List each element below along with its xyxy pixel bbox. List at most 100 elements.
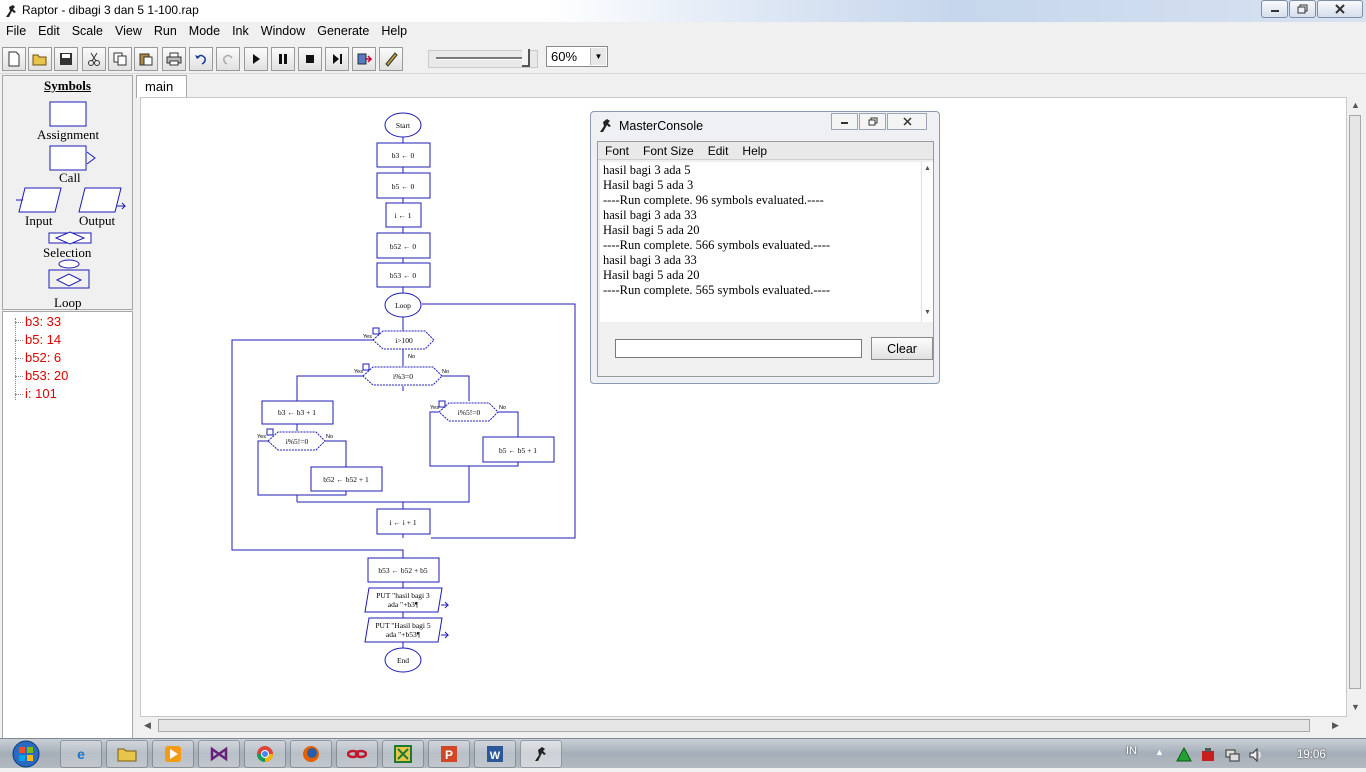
zoom-select[interactable]: 60% ▼ — [546, 46, 608, 67]
console-clear-button[interactable]: Clear — [871, 337, 933, 360]
step-button[interactable] — [325, 47, 349, 71]
clock[interactable]: 19:06 — [1297, 749, 1326, 761]
collapse-toggle-mod3[interactable] — [362, 363, 370, 371]
assign-b3-inc[interactable] — [261, 400, 334, 425]
taskbar-app-powerpoint[interactable]: P — [428, 740, 470, 768]
taskbar-app-excel[interactable] — [382, 740, 424, 768]
console-close-button[interactable] — [887, 113, 927, 130]
console-command-input[interactable] — [615, 339, 862, 358]
minimize-button[interactable] — [1261, 0, 1288, 18]
loop-symbol[interactable] — [58, 259, 80, 269]
test-server-button[interactable] — [352, 47, 376, 71]
output-symbol[interactable] — [78, 187, 122, 213]
vertical-scrollbar[interactable]: ▲ ▼ — [1347, 97, 1363, 717]
assign-b52-init[interactable] — [376, 232, 431, 259]
menu-run[interactable]: Run — [153, 24, 177, 38]
zoom-slider-thumb[interactable] — [522, 49, 530, 67]
menu-generate[interactable]: Generate — [317, 24, 370, 38]
scroll-up-icon[interactable]: ▲ — [1351, 100, 1360, 110]
menu-scale[interactable]: Scale — [71, 24, 103, 38]
collapse-toggle-mod5-left[interactable] — [266, 428, 274, 436]
execute-button[interactable] — [244, 47, 268, 71]
variable-b52[interactable]: b52: 6 — [25, 350, 62, 365]
taskbar-app-raptor[interactable] — [520, 740, 562, 768]
call-symbol[interactable] — [49, 145, 87, 171]
variable-b53[interactable]: b53: 20 — [25, 368, 69, 383]
selection-mod5-right[interactable] — [438, 402, 499, 422]
close-button[interactable] — [1317, 0, 1363, 18]
menu-help[interactable]: Help — [381, 24, 408, 38]
console-scrollbar[interactable]: ▲ ▼ — [921, 162, 933, 322]
vertical-scroll-thumb[interactable] — [1349, 115, 1361, 689]
assign-i-init[interactable] — [385, 202, 422, 228]
ink-button[interactable] — [379, 47, 403, 71]
scroll-down-icon[interactable]: ▼ — [924, 309, 931, 316]
selection-mod3[interactable] — [362, 366, 443, 386]
end-terminal[interactable] — [384, 647, 422, 673]
console-menu-font-size[interactable]: Font Size — [643, 144, 694, 158]
variable-b3[interactable]: b3: 33 — [25, 314, 62, 329]
console-menu-help[interactable]: Help — [742, 144, 768, 158]
assign-b5-inc[interactable] — [482, 436, 555, 463]
print-button[interactable] — [162, 47, 186, 71]
pause-button[interactable] — [271, 47, 295, 71]
taskbar-app-word[interactable]: W — [474, 740, 516, 768]
taskbar-app-media-player[interactable] — [152, 740, 194, 768]
horizontal-scroll-thumb[interactable] — [158, 719, 1310, 732]
cut-button[interactable] — [82, 47, 106, 71]
variable-i[interactable]: i: 101 — [25, 386, 57, 401]
taskbar-app-chrome[interactable] — [244, 740, 286, 768]
menu-window[interactable]: Window — [260, 24, 306, 38]
console-output[interactable]: hasil bagi 3 ada 5 Hasil bagi 5 ada 3 --… — [600, 162, 921, 322]
network-icon[interactable] — [1224, 747, 1240, 763]
console-minimize-button[interactable] — [831, 113, 858, 130]
restore-button[interactable] — [1289, 0, 1316, 18]
undo-button[interactable] — [189, 47, 213, 71]
scroll-down-icon[interactable]: ▼ — [1351, 702, 1360, 712]
copy-button[interactable] — [108, 47, 132, 71]
scroll-left-icon[interactable]: ◀ — [144, 720, 151, 730]
loop-condition[interactable] — [372, 330, 435, 350]
scroll-right-icon[interactable]: ▶ — [1332, 720, 1339, 730]
tray-expand-icon[interactable]: ▲ — [1155, 747, 1164, 757]
scroll-up-icon[interactable]: ▲ — [924, 165, 931, 172]
menu-ink[interactable]: Ink — [232, 24, 249, 38]
start-terminal[interactable] — [384, 112, 422, 138]
variable-b5[interactable]: b5: 14 — [25, 332, 62, 347]
output-put2[interactable] — [364, 617, 443, 643]
taskbar-app-internet-explorer[interactable]: e — [60, 740, 102, 768]
assign-b53-calc[interactable] — [367, 557, 440, 583]
save-button[interactable] — [54, 47, 78, 71]
redo-button[interactable] — [216, 47, 240, 71]
selection-mod5-left[interactable] — [267, 431, 326, 451]
assign-b53-init[interactable] — [376, 262, 431, 288]
console-restore-button[interactable] — [859, 113, 886, 130]
start-button[interactable] — [4, 739, 48, 769]
paste-button[interactable] — [134, 47, 158, 71]
language-indicator[interactable]: IN — [1126, 745, 1137, 757]
volume-icon[interactable] — [1248, 747, 1264, 763]
collapse-toggle-mod5-right[interactable] — [438, 400, 446, 408]
input-symbol[interactable] — [18, 187, 62, 213]
stop-button[interactable] — [298, 47, 322, 71]
open-button[interactable] — [28, 47, 52, 71]
output-put1[interactable] — [364, 587, 443, 613]
assign-i-inc[interactable] — [376, 508, 431, 535]
taskbar-app-visual-studio[interactable] — [198, 740, 240, 768]
assign-b52-inc[interactable] — [310, 466, 383, 492]
loop-oval[interactable] — [384, 292, 422, 318]
menu-edit[interactable]: Edit — [38, 24, 60, 38]
tray-app-icon[interactable] — [1176, 747, 1192, 763]
tray-security-icon[interactable] — [1200, 747, 1216, 763]
assign-b5-init[interactable] — [376, 172, 431, 199]
collapse-toggle-loop[interactable] — [372, 327, 380, 335]
menu-view[interactable]: View — [114, 24, 142, 38]
assign-b3-init[interactable] — [376, 142, 431, 168]
chevron-down-icon[interactable]: ▼ — [590, 48, 606, 65]
taskbar-app-file-explorer[interactable] — [106, 740, 148, 768]
menu-mode[interactable]: Mode — [188, 24, 221, 38]
console-menu-font[interactable]: Font — [605, 144, 630, 158]
taskbar-app-firefox[interactable] — [290, 740, 332, 768]
horizontal-scrollbar[interactable]: ◀ ▶ — [140, 717, 1347, 734]
new-button[interactable] — [2, 47, 26, 71]
